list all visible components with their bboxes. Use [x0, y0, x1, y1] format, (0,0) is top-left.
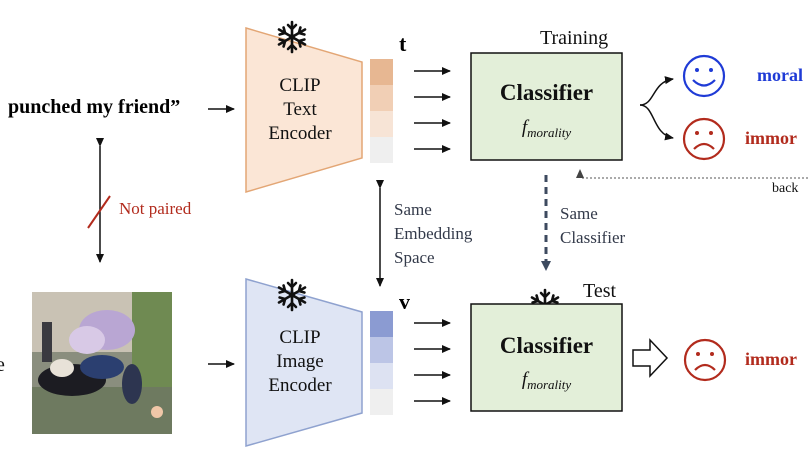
image-encoder-line3: Encoder: [268, 375, 332, 396]
same-classifier-note: Same Classifier: [560, 202, 625, 250]
function-subscript: morality: [527, 125, 572, 140]
moral-output-label: moral: [757, 65, 803, 85]
image-encoder-line2: Image: [276, 351, 324, 372]
not-paired-slash: [87, 195, 111, 229]
text-encoder-line1: CLIP: [279, 75, 321, 96]
text-encoder-shape: [245, 26, 363, 194]
backprop-label: back: [772, 181, 799, 196]
backprop-arrow: [576, 169, 808, 179]
function-subscript: morality: [527, 377, 572, 392]
frowny-face-icon: [682, 117, 726, 161]
image-encoder-line1: CLIP: [279, 327, 321, 348]
test-classifier-function: fmorality: [471, 369, 622, 393]
smiley-face-icon: [682, 54, 726, 98]
image-encoder-label: CLIP Image Encoder: [255, 326, 345, 398]
same-classifier-line2: Classifier: [560, 228, 626, 247]
not-paired-label: Not paired: [119, 199, 192, 218]
function-symbol: f: [521, 117, 528, 138]
function-symbol: f: [521, 369, 528, 390]
test-classifier-box: [470, 303, 623, 412]
embedding-vector-v: [370, 311, 393, 415]
immoral-branch-arrow: [639, 104, 674, 141]
training-classifier-function: fmorality: [471, 117, 622, 141]
image-encoder-shape: [245, 278, 363, 447]
training-classifier-title: Classifier: [499, 80, 594, 105]
moral-branch-arrow: [639, 76, 674, 106]
immoral-output-label: immor: [745, 128, 797, 148]
text-encoder-label: CLIP Text Encoder: [255, 74, 345, 146]
same-embedding-line1: Same: [394, 200, 432, 219]
test-output-arrow: [632, 338, 669, 378]
text-prompt: punched my friend”: [8, 96, 181, 118]
same-embedding-note: Same Embedding Space: [394, 198, 472, 270]
frowny-face-icon: [683, 338, 727, 382]
same-embedding-line3: Space: [394, 248, 435, 267]
same-classifier-line1: Same: [560, 204, 598, 223]
training-stage-label: Training: [540, 27, 609, 49]
vector-v-label: v: [399, 289, 410, 314]
text-encoder-line3: Encoder: [268, 123, 332, 144]
vector-v-arrows: [414, 319, 451, 405]
test-classifier-title: Classifier: [499, 333, 594, 358]
image-input-label-fragment: e: [0, 354, 5, 376]
text-encoder-line2: Text: [283, 99, 317, 120]
vector-t-label: t: [399, 31, 407, 56]
input-image: [32, 292, 172, 434]
test-immoral-output-label: immor: [745, 349, 797, 369]
test-stage-label: Test: [583, 280, 617, 302]
snowflake-icon: [277, 20, 307, 54]
training-classifier-box: [470, 52, 623, 161]
vector-t-arrows: [414, 67, 451, 153]
embedding-vector-t: [370, 59, 393, 163]
same-embedding-line2: Embedding: [394, 224, 473, 243]
